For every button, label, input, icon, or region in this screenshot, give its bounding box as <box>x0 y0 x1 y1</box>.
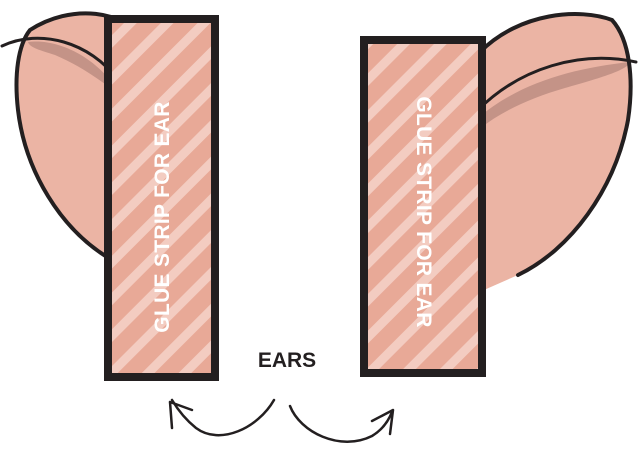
right-ear: GLUE STRIP FOR EAR <box>364 14 636 373</box>
curved-arrow-up-left-icon <box>170 400 274 435</box>
ears-caption: EARS <box>258 349 316 372</box>
curved-arrow-up-right-icon <box>290 406 393 442</box>
left-glue-strip-label: GLUE STRIP FOR EAR <box>151 101 174 332</box>
right-glue-strip-label: GLUE STRIP FOR EAR <box>412 96 435 327</box>
left-ear: GLUE STRIP FOR EAR <box>2 13 215 377</box>
